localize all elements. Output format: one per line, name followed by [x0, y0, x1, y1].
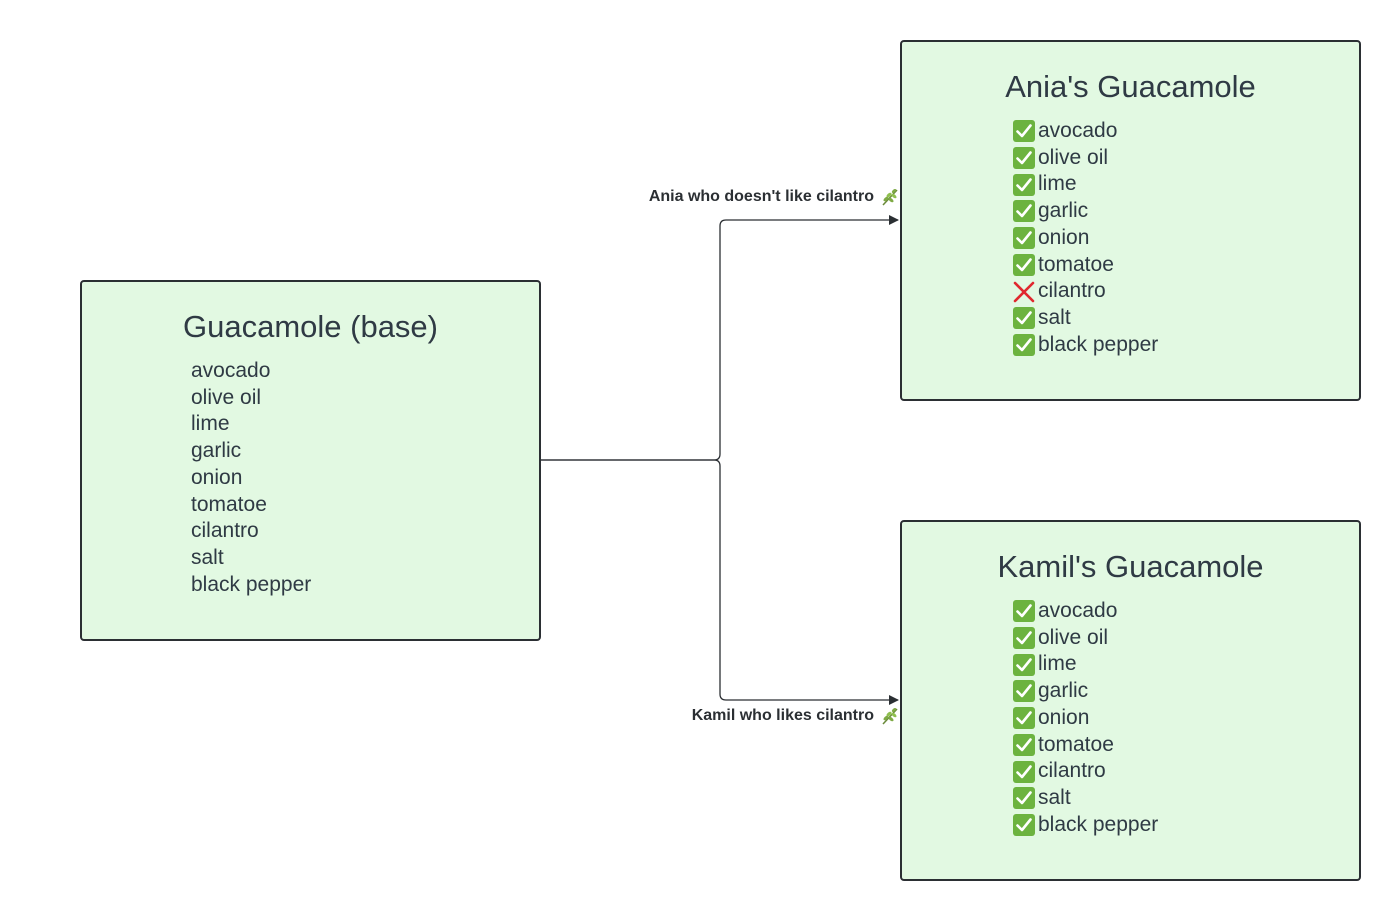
- ingredient-item: olive oil: [191, 385, 262, 409]
- ingredient-item: cilantro: [1012, 278, 1158, 305]
- ania-recipe-title: Ania's Guacamole: [1005, 69, 1256, 104]
- ingredient-item: lime: [1012, 171, 1158, 198]
- ingredient-label: lime: [1038, 652, 1077, 676]
- ingredient-label: garlic: [1038, 679, 1089, 703]
- check-icon: [1012, 226, 1036, 250]
- check-icon: [1012, 146, 1036, 170]
- ingredient-item: olive oil: [1012, 625, 1158, 652]
- base-recipe-box[interactable]: Guacamole (base) avocado olive oil lime …: [80, 280, 541, 641]
- check-icon: [1012, 599, 1036, 623]
- ingredient-item: tomatoe: [191, 492, 267, 516]
- ingredient-item: tomatoe: [1012, 252, 1158, 279]
- ingredient-label: cilantro: [1038, 279, 1106, 303]
- ingredient-label: onion: [1038, 225, 1090, 249]
- ingredient-item: black pepper: [191, 572, 312, 596]
- ingredient-item: avocado: [191, 359, 271, 382]
- ingredient-label: olive oil: [1038, 625, 1109, 649]
- connector-to-kamil: [541, 459, 899, 705]
- herb-icon: [880, 187, 900, 207]
- cross-icon: [1012, 280, 1036, 304]
- ingredient-item: salt: [1012, 785, 1158, 812]
- ingredient-label: salt: [1038, 305, 1071, 329]
- check-icon: [1012, 333, 1036, 357]
- ingredient-label: cilantro: [1038, 759, 1106, 783]
- ingredient-item: black pepper: [1012, 332, 1158, 359]
- ingredient-item: salt: [1012, 305, 1158, 332]
- check-icon: [1012, 173, 1036, 197]
- connector-to-ania: [541, 215, 899, 461]
- herb-icon: [880, 706, 900, 726]
- ingredient-item: onion: [191, 465, 243, 489]
- edge-label-ania[interactable]: Ania who doesn't like cilantro: [649, 187, 900, 207]
- ingredient-label: black pepper: [1038, 332, 1159, 356]
- check-icon: [1012, 626, 1036, 650]
- ingredient-item: lime: [191, 412, 230, 436]
- ingredient-item: lime: [1012, 651, 1158, 678]
- edge-label-kamil[interactable]: Kamil who likes cilantro: [692, 706, 900, 726]
- ingredient-item: cilantro: [191, 519, 259, 543]
- kamil-recipe-title: Kamil's Guacamole: [997, 549, 1264, 584]
- ingredient-item: avocado: [1012, 598, 1158, 625]
- ingredient-item: avocado: [1012, 118, 1158, 145]
- ingredient-item: olive oil: [1012, 145, 1158, 172]
- ingredient-item: garlic: [1012, 678, 1158, 705]
- ingredient-item: black pepper: [1012, 812, 1158, 839]
- base-ingredient-list: avocado olive oil lime garlic onion toma…: [191, 358, 311, 598]
- edge-label-kamil-text: Kamil who likes cilantro: [691, 707, 874, 724]
- ingredient-item: onion: [1012, 705, 1158, 732]
- ingredient-label: olive oil: [1038, 145, 1109, 169]
- check-icon: [1012, 813, 1036, 837]
- ingredient-label: tomatoe: [1038, 252, 1114, 276]
- check-icon: [1012, 733, 1036, 757]
- ingredient-item: tomatoe: [1012, 732, 1158, 759]
- ingredient-item: salt: [191, 545, 224, 569]
- ingredient-label: garlic: [1038, 199, 1089, 223]
- ingredient-label: salt: [1038, 785, 1071, 809]
- ania-recipe-box[interactable]: Ania's Guacamole avocado olive oil lime gar…: [900, 40, 1361, 401]
- check-icon: [1012, 679, 1036, 703]
- check-icon: [1012, 760, 1036, 784]
- ingredient-item: garlic: [191, 439, 242, 463]
- check-icon: [1012, 306, 1036, 330]
- check-icon: [1012, 706, 1036, 730]
- check-icon: [1012, 119, 1036, 143]
- check-icon: [1012, 253, 1036, 277]
- check-icon: [1012, 199, 1036, 223]
- ingredient-label: tomatoe: [1038, 732, 1114, 756]
- ingredient-item: cilantro: [1012, 758, 1158, 785]
- ingredient-label: avocado: [1038, 599, 1118, 622]
- edge-label-ania-text: Ania who doesn't like cilantro: [648, 188, 874, 205]
- kamil-recipe-box[interactable]: Kamil's Guacamole avocado olive oil lime ga…: [900, 520, 1361, 881]
- ingredient-item: garlic: [1012, 198, 1158, 225]
- check-icon: [1012, 786, 1036, 810]
- ingredient-label: onion: [1038, 705, 1090, 729]
- ingredient-label: black pepper: [1038, 812, 1159, 836]
- base-recipe-title: Guacamole (base): [182, 309, 438, 344]
- ingredient-label: avocado: [1038, 119, 1118, 142]
- ingredient-item: onion: [1012, 225, 1158, 252]
- check-icon: [1012, 653, 1036, 677]
- ingredient-label: lime: [1038, 172, 1077, 196]
